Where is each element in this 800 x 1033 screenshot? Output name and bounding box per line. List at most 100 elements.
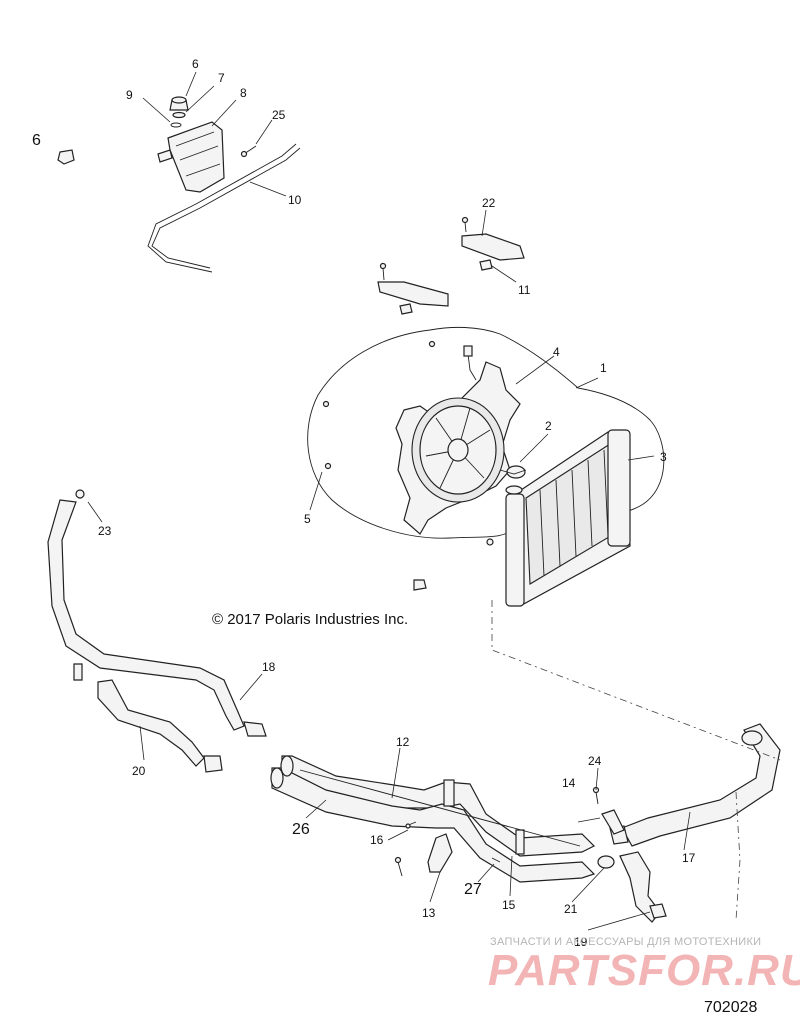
upper-hose-left [47, 489, 267, 737]
bracket-22 [461, 233, 525, 261]
fan-connector [463, 345, 473, 357]
nut-11 [479, 259, 493, 271]
callout-15: 15 [502, 898, 516, 912]
fan-wire [467, 353, 477, 381]
hose-18 [47, 499, 245, 731]
callout-7: 7 [218, 71, 225, 85]
callout-13: 13 [422, 906, 436, 920]
diagram-number: 702028 [704, 999, 757, 1016]
bleed-fitting [73, 663, 83, 681]
bracket-lower [377, 281, 449, 307]
tank-mount-tab [157, 149, 173, 163]
watermark-brand: PARTSFOR.RU [488, 946, 800, 995]
bolt-16-head [405, 823, 411, 829]
callout-4: 4 [553, 345, 560, 359]
radiator-right-tank [607, 429, 631, 547]
callout-6b: 6 [32, 132, 41, 149]
bolt-22 [461, 216, 469, 224]
callout-14: 14 [562, 776, 576, 790]
coolant-pipes [270, 755, 596, 883]
mount-point-d [486, 538, 494, 546]
clamp-19 [649, 903, 667, 919]
grommet [413, 579, 427, 591]
callout-10: 10 [288, 193, 302, 207]
coolant-reservoir-group [57, 96, 301, 273]
overflow-tube-edge [147, 143, 297, 273]
radiator-inlet [505, 485, 523, 495]
bolt-lower-shank [382, 267, 385, 281]
pipe-end-b [270, 767, 284, 789]
callout-25: 25 [272, 108, 286, 122]
bolt-lower [379, 262, 387, 270]
watermark-tagline: ЗАПЧАСТИ И АКСЕССУАРЫ ДЛЯ МОТОТЕХНИКИ [490, 936, 761, 948]
pipe-centerline [299, 769, 581, 847]
callout-9: 9 [126, 88, 133, 102]
pipe-end-a [280, 755, 294, 777]
hose-17-end [741, 730, 763, 746]
callout-16: 16 [370, 833, 384, 847]
callout-23: 23 [98, 524, 112, 538]
fan-motor-cap [506, 465, 526, 479]
callout-5: 5 [304, 512, 311, 526]
bolt-27a-head [394, 856, 402, 864]
clamp-23 [75, 489, 85, 499]
callout-21: 21 [564, 902, 578, 916]
radiator-left-tank [505, 493, 525, 607]
pipe-coupler-2 [515, 829, 525, 855]
callout-18: 18 [262, 660, 276, 674]
right-hoses [592, 723, 781, 923]
fan-blades [425, 407, 491, 489]
bolt-24 [595, 791, 599, 805]
bracket-13 [427, 833, 453, 873]
cap-seal [172, 111, 186, 119]
nut-lower [399, 303, 413, 315]
lower-hose-left [97, 679, 223, 773]
bolt-27 [491, 857, 501, 863]
tank-ribs [175, 131, 221, 177]
screw-25-head [240, 150, 248, 158]
callout-17: 17 [682, 851, 696, 865]
callout-26: 26 [292, 821, 310, 838]
watermark: ЗАПЧАСТИ И АКСЕССУАРЫ ДЛЯ МОТОТЕХНИКИ PA… [488, 936, 800, 995]
mount-point-a [428, 340, 436, 348]
reservoir-cap-top [171, 96, 187, 104]
reservoir-tank [167, 121, 225, 193]
alignment-line-1 [491, 600, 781, 761]
bolt-27a [397, 861, 403, 877]
overflow-tube [151, 147, 301, 269]
copyright-notice: © 2017 Polaris Industries Inc. [212, 611, 408, 628]
mount-point-c [324, 462, 332, 470]
callout-12: 12 [396, 735, 410, 749]
bolt-22-shank [464, 221, 467, 233]
callout-1: 1 [600, 361, 607, 375]
hose-20-clamp [203, 755, 223, 773]
callout-20: 20 [132, 764, 146, 778]
callout-6a: 6 [192, 57, 199, 71]
o-ring [170, 122, 182, 128]
radiator-fin-lines [539, 449, 609, 577]
fan-hub [447, 438, 469, 462]
hose-18-clamp [243, 721, 267, 737]
hose-20 [97, 679, 205, 767]
leader-lines [87, 71, 691, 931]
bracket-group [377, 216, 525, 315]
clamp-21 [597, 855, 615, 869]
alignment-line-2 [735, 791, 741, 921]
fan-assembly [395, 345, 526, 535]
radiator-bracket [499, 469, 527, 475]
bracket-14 [601, 809, 625, 835]
callout-8: 8 [240, 86, 247, 100]
pipe-26 [271, 767, 596, 883]
callout-2: 2 [545, 419, 552, 433]
mount-point-b [322, 400, 330, 408]
radiator-core [499, 429, 631, 607]
callout-22: 22 [482, 196, 496, 210]
hose-17 [621, 723, 781, 847]
pipe-coupler [443, 779, 455, 807]
callout-3: 3 [660, 450, 667, 464]
callout-19: 19 [574, 935, 588, 949]
callout-27: 27 [464, 881, 482, 898]
loose-nut-6 [57, 149, 75, 165]
